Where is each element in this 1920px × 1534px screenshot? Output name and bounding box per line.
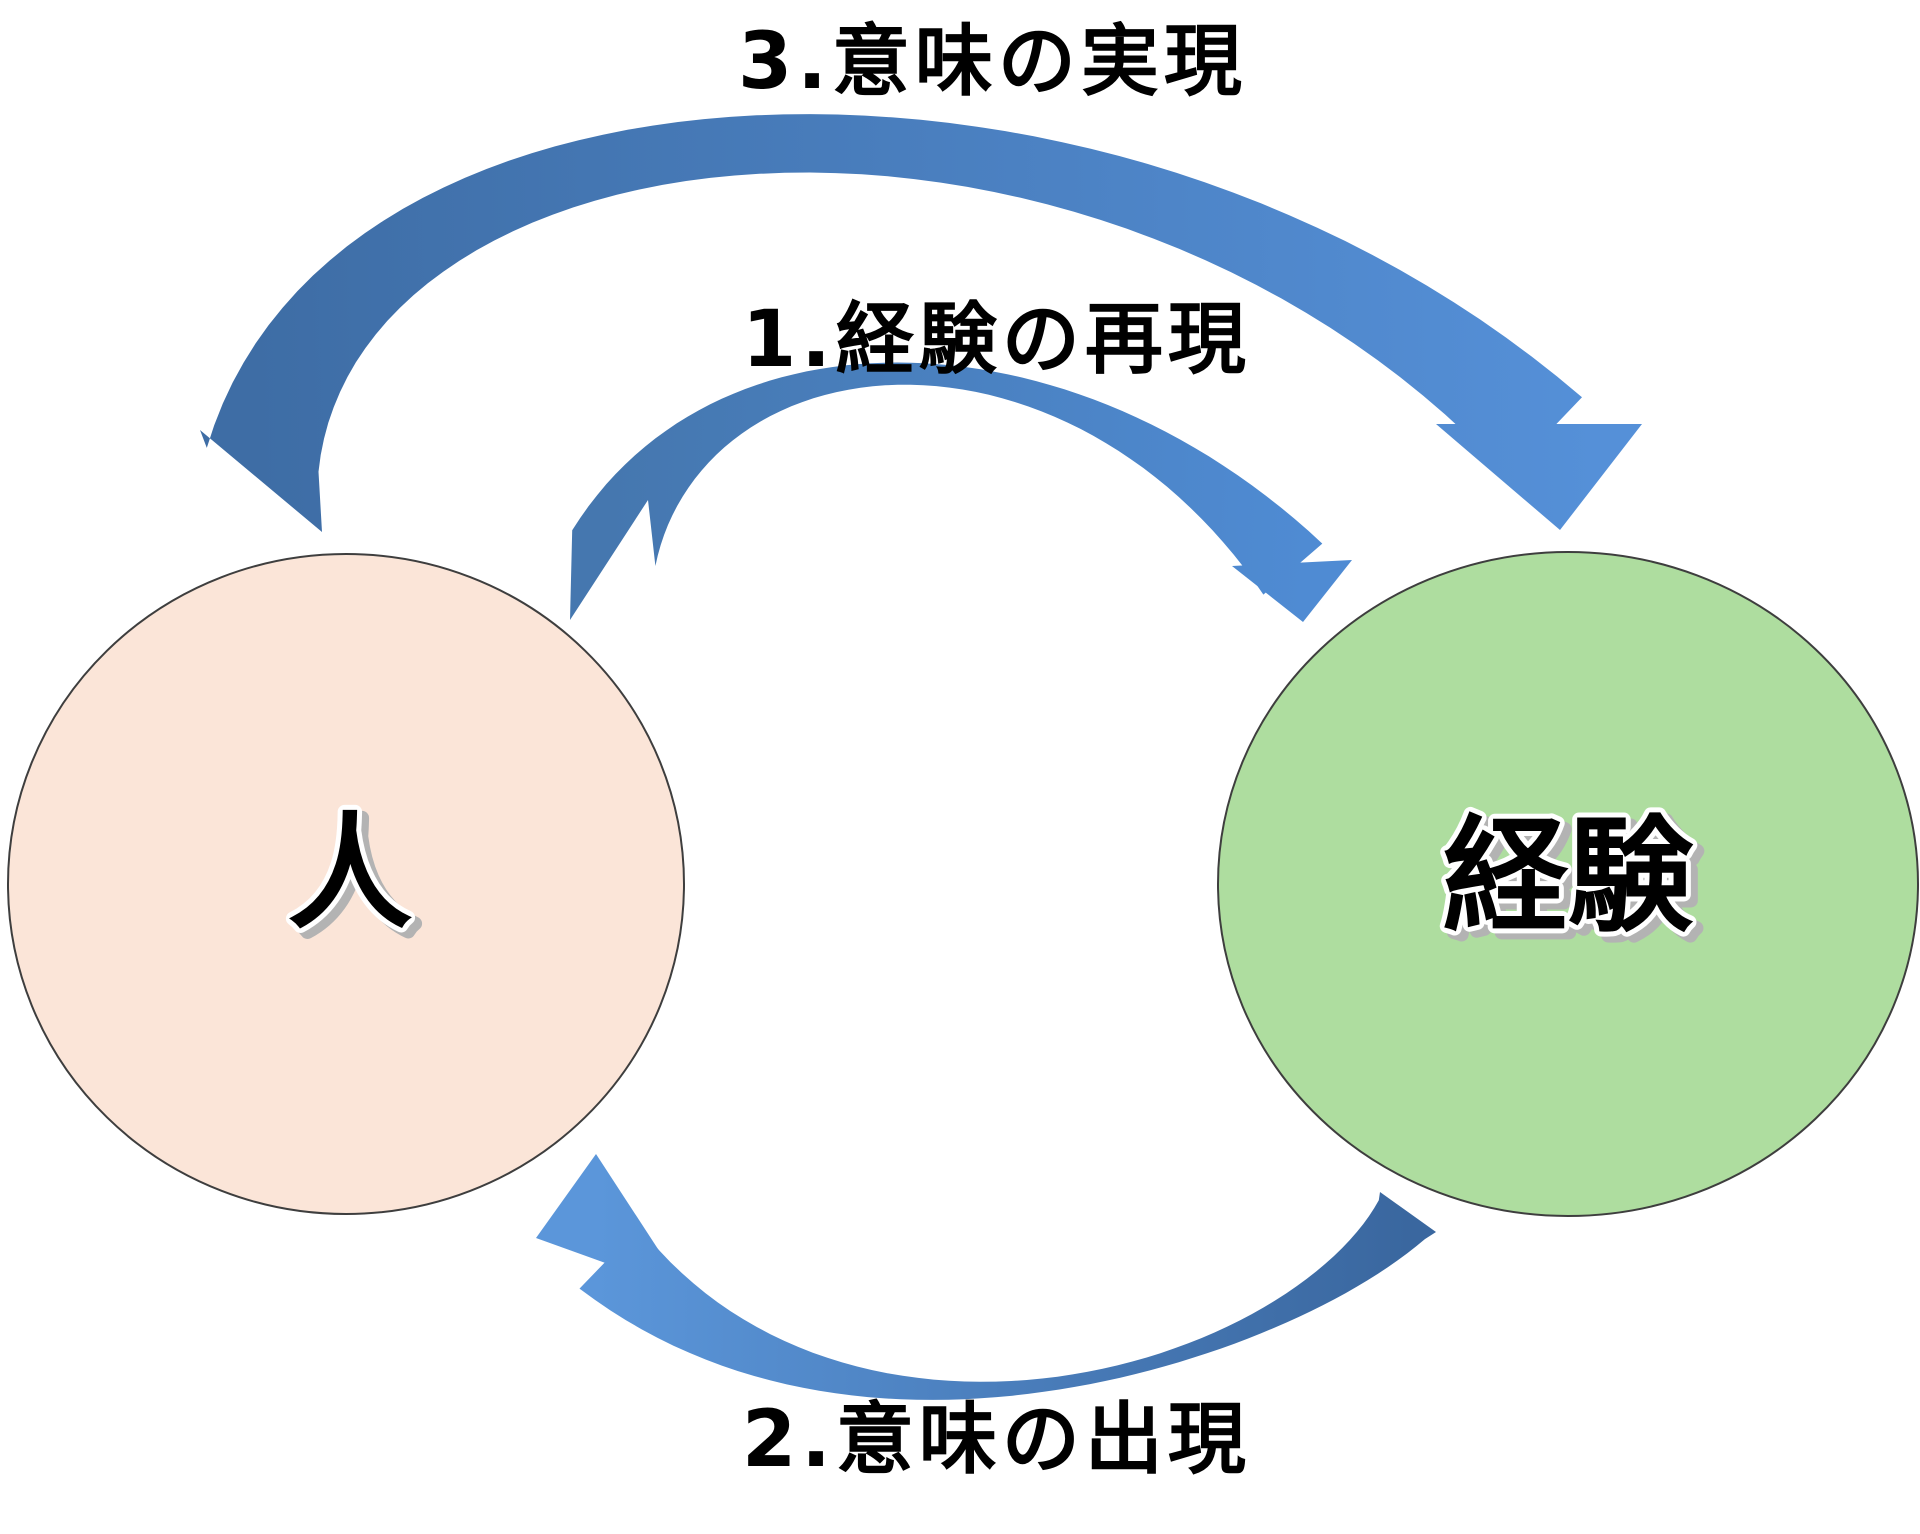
experience-circle (1217, 551, 1919, 1217)
arrow-step1-reproduction-shaft (570, 362, 1323, 620)
step2-label: 2.意味の出現 (742, 1395, 1251, 1485)
arrow-layer (200, 114, 1642, 1400)
step1-label: 1.経験の再現 (742, 295, 1251, 385)
arrow-step2-emergence-shaft (579, 1192, 1436, 1400)
arrow-step2-emergence-head (536, 1154, 686, 1292)
person-circle (7, 553, 685, 1215)
arrow-step3-realization-shaft (200, 114, 1582, 532)
experience-label-shadow: 経験 (1450, 811, 1701, 956)
person-label: 人 (288, 802, 413, 947)
step3-label: 3.意味の実現 (738, 17, 1247, 107)
experience-label: 経験 (1443, 805, 1694, 950)
arrow-step1-reproduction-head (1232, 560, 1352, 622)
arrow-step3-realization-head (1436, 424, 1642, 530)
person-label-shadow: 人 (295, 808, 420, 953)
